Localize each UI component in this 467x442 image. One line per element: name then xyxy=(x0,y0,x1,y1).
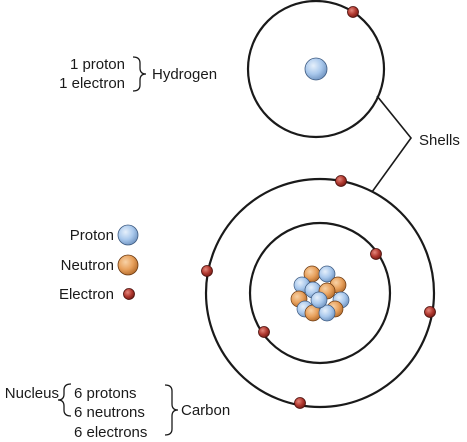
proton-particle xyxy=(318,304,336,322)
hydrogen-atom xyxy=(246,0,386,139)
legend-neutron-icon xyxy=(117,254,139,276)
hydrogen-shell xyxy=(246,0,386,139)
carbon-brace xyxy=(164,384,179,436)
carbon-electron xyxy=(335,175,347,187)
hydrogen-proton xyxy=(304,57,328,81)
proton-particle xyxy=(318,265,336,283)
nucleus-brace xyxy=(57,383,72,417)
carbon-neutron-count: 6 neutrons xyxy=(74,404,145,421)
legend: Proton Neutron Electron xyxy=(59,224,139,303)
hydrogen-electron xyxy=(347,6,359,18)
carbon-electron xyxy=(370,248,382,260)
carbon-electron xyxy=(424,306,436,318)
proton-particle xyxy=(310,291,328,309)
hydrogen-brace xyxy=(132,56,147,92)
carbon-electron xyxy=(258,326,270,338)
carbon-electron-count: 6 electrons xyxy=(74,424,147,441)
shells-label: Shells xyxy=(419,132,460,149)
carbon-atom xyxy=(201,175,436,409)
hydrogen-electron-count: 1 electron xyxy=(59,75,125,92)
shells-leader-line xyxy=(371,95,413,193)
hydrogen-label: Hydrogen xyxy=(152,66,217,83)
carbon-proton-count: 6 protons xyxy=(74,385,137,402)
legend-electron-icon xyxy=(123,288,135,300)
carbon-label: Carbon xyxy=(181,402,230,419)
nucleus-label: Nucleus xyxy=(5,385,59,402)
legend-proton-icon xyxy=(117,224,139,246)
legend-proton-label: Proton xyxy=(70,227,114,244)
carbon-nucleus xyxy=(290,265,350,322)
legend-electron-label: Electron xyxy=(59,286,114,303)
carbon-electron xyxy=(201,265,213,277)
legend-neutron-label: Neutron xyxy=(61,257,114,274)
hydrogen-proton-count: 1 proton xyxy=(70,56,125,73)
carbon-outer-shell xyxy=(204,177,436,409)
carbon-inner-shell xyxy=(248,221,392,365)
carbon-electron xyxy=(294,397,306,409)
